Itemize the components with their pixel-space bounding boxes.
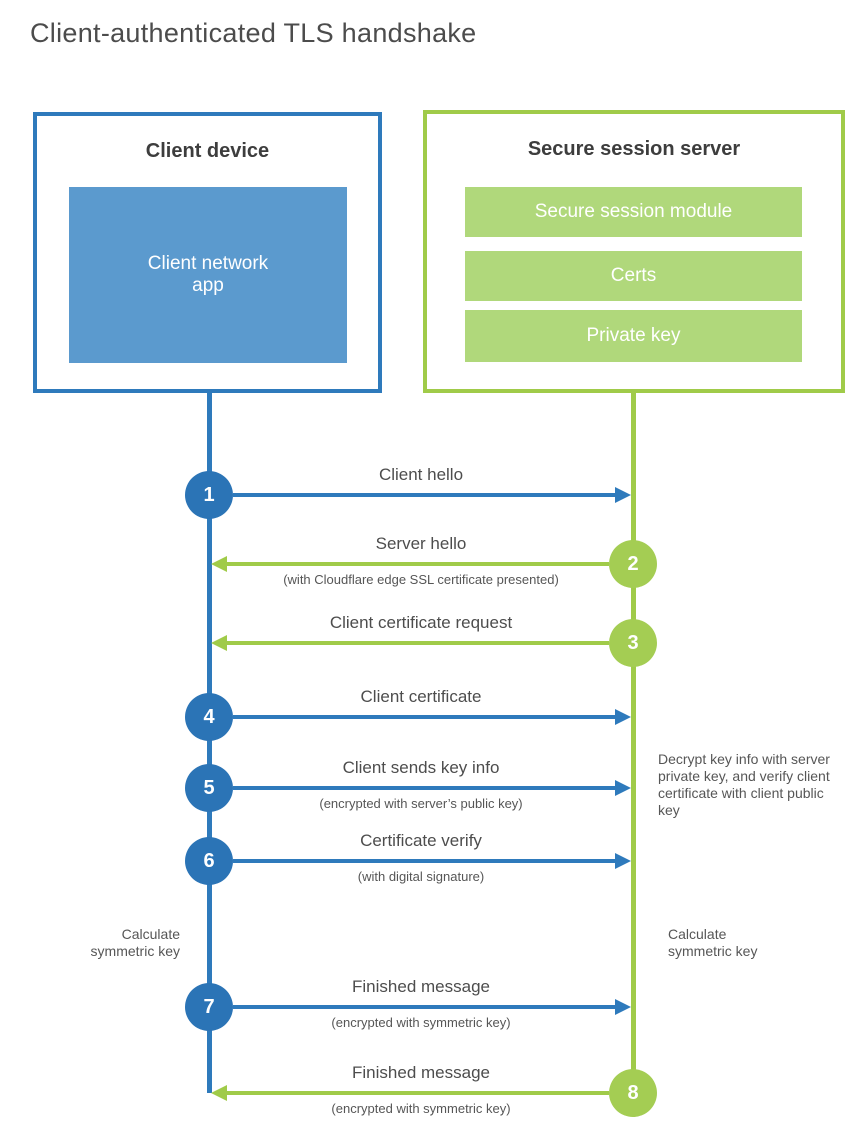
step-1-label: Client hello	[378, 465, 464, 484]
server-lifeline	[631, 393, 636, 1092]
client-device-title: Client device	[145, 140, 270, 162]
step-6-sublabel: (with digital signature)	[357, 869, 485, 884]
step-5-circle: 5	[185, 764, 233, 812]
step-8-circle: 8	[609, 1069, 657, 1117]
step-2-label: Server hello	[375, 534, 467, 553]
step-7-circle: 7	[185, 983, 233, 1031]
step-3-arrowhead-icon	[211, 635, 227, 651]
step-1-arrowhead-icon	[615, 487, 631, 503]
step-3-circle: 3	[609, 619, 657, 667]
step-8-sublabel: (encrypted with symmetric key)	[331, 1101, 511, 1116]
server-module-secure-session: Secure session module	[465, 187, 802, 237]
step-8-label: Finished message	[352, 1063, 490, 1082]
step-5-arrowhead-icon	[615, 780, 631, 796]
step-1-arrow-line	[233, 493, 615, 497]
note-decrypt-key-info: Decrypt key info with server private key…	[658, 751, 830, 818]
step-4-arrow-line	[233, 715, 615, 719]
step-2-arrowhead-icon	[211, 556, 227, 572]
step-3-arrow-line	[227, 641, 609, 645]
step-3-label: Client certificate request	[329, 613, 513, 632]
secure-session-server-box: Secure session server Secure session mod…	[423, 110, 845, 393]
step-2-circle: 2	[609, 540, 657, 588]
step-4-arrowhead-icon	[615, 709, 631, 725]
note-calculate-symmetric-key-client: Calculate symmetric key	[90, 926, 180, 959]
client-lifeline	[207, 393, 212, 1093]
step-4-circle: 4	[185, 693, 233, 741]
step-8-arrowhead-icon	[211, 1085, 227, 1101]
server-module-private-key: Private key	[465, 310, 802, 362]
step-7-label: Finished message	[352, 977, 490, 996]
step-4-label: Client certificate	[360, 687, 482, 706]
server-module-certs: Certs	[465, 251, 802, 301]
note-calculate-symmetric-key-server: Calculate symmetric key	[668, 926, 758, 959]
step-5-arrow-line	[233, 786, 615, 790]
server-title: Secure session server	[527, 138, 741, 160]
client-device-box: Client device Client network app	[33, 112, 382, 393]
step-6-label: Certificate verify	[360, 831, 482, 850]
step-5-label: Client sends key info	[342, 758, 500, 777]
step-6-arrowhead-icon	[615, 853, 631, 869]
diagram-title: Client-authenticated TLS handshake	[30, 18, 477, 48]
step-6-arrow-line	[233, 859, 615, 863]
step-5-sublabel: (encrypted with server’s public key)	[319, 796, 523, 811]
step-7-arrowhead-icon	[615, 999, 631, 1015]
step-6-circle: 6	[185, 837, 233, 885]
step-2-sublabel: (with Cloudflare edge SSL certificate pr…	[283, 572, 559, 587]
step-2-arrow-line	[227, 562, 609, 566]
step-7-arrow-line	[233, 1005, 615, 1009]
step-1-circle: 1	[185, 471, 233, 519]
step-8-arrow-line	[227, 1091, 609, 1095]
step-7-sublabel: (encrypted with symmetric key)	[331, 1015, 511, 1030]
client-network-app-box: Client network app	[69, 187, 347, 363]
